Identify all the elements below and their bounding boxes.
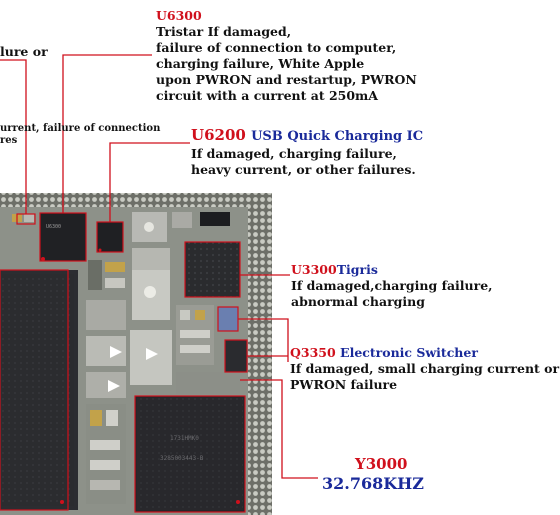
u3300-desc-1: If damaged,charging failure,: [291, 278, 493, 293]
u6300-leader: [62, 54, 152, 213]
u3300-code: U3300: [291, 262, 337, 277]
u6200-title: U6200 USB Quick Charging IC: [191, 126, 423, 146]
q3350-name: Electronic Switcher: [340, 345, 478, 360]
u3300-desc-2: abnormal charging: [291, 294, 425, 309]
u6200-code: U6200: [191, 126, 246, 144]
u6300-desc-5: circuit with a current at 250mA: [156, 88, 378, 103]
y3000-freq: 32.768KHZ: [322, 474, 424, 493]
solder-ball-strip-top: [0, 193, 272, 207]
u6300-desc-4: upon PWRON and restartup, PWRON: [156, 72, 417, 87]
large-bottom-box: [134, 395, 246, 513]
y3000-code: Y3000: [355, 455, 408, 473]
q3350-leader: [238, 318, 289, 362]
left-partial-label-3: res: [0, 135, 18, 146]
q3350-desc-1: If damaged, small charging current or: [290, 361, 560, 376]
u6200-leader: [109, 142, 190, 222]
left-partial-label-2: urrent, failure of connection: [0, 123, 161, 134]
u6200-chip: [97, 222, 123, 252]
u6300-code: U6300: [156, 8, 202, 23]
u3300-name: Tigris: [336, 262, 378, 277]
left-partial-leader: [0, 59, 27, 214]
bottom-chip-marking: 1731HMK0: [170, 435, 199, 442]
u6200-name: USB Quick Charging IC: [251, 129, 424, 144]
q3350-chip: [218, 307, 238, 331]
u3300-title: U3300Tigris: [291, 262, 378, 277]
u6300-chip-marking: U6300: [46, 224, 61, 230]
solder-ball-strip-right: [248, 195, 272, 515]
u3300-chip: [185, 242, 240, 297]
large-left-box: [0, 269, 69, 511]
bottom-chip-marking-2: 3285003443-B: [160, 455, 204, 462]
u6300-desc-2: failure of connection to computer,: [156, 40, 397, 55]
u3300-box: [184, 241, 241, 298]
u6300-desc-3: charging failure, White Apple: [156, 56, 365, 71]
y3000-leader: [240, 379, 318, 479]
left-partial-label-1: lure or: [0, 44, 48, 59]
u6200-desc-1: If damaged, charging failure,: [191, 146, 397, 161]
q3350-code: Q3350: [290, 345, 336, 360]
q3350-desc-2: PWRON failure: [290, 377, 398, 392]
u6200-desc-2: heavy current, or other failures.: [191, 162, 416, 177]
leader-lines: [0, 54, 318, 479]
u6300-desc-1: Tristar If damaged,: [156, 24, 292, 39]
q3350-title: Q3350 Electronic Switcher: [290, 345, 478, 360]
u6300-chip: [40, 213, 86, 261]
